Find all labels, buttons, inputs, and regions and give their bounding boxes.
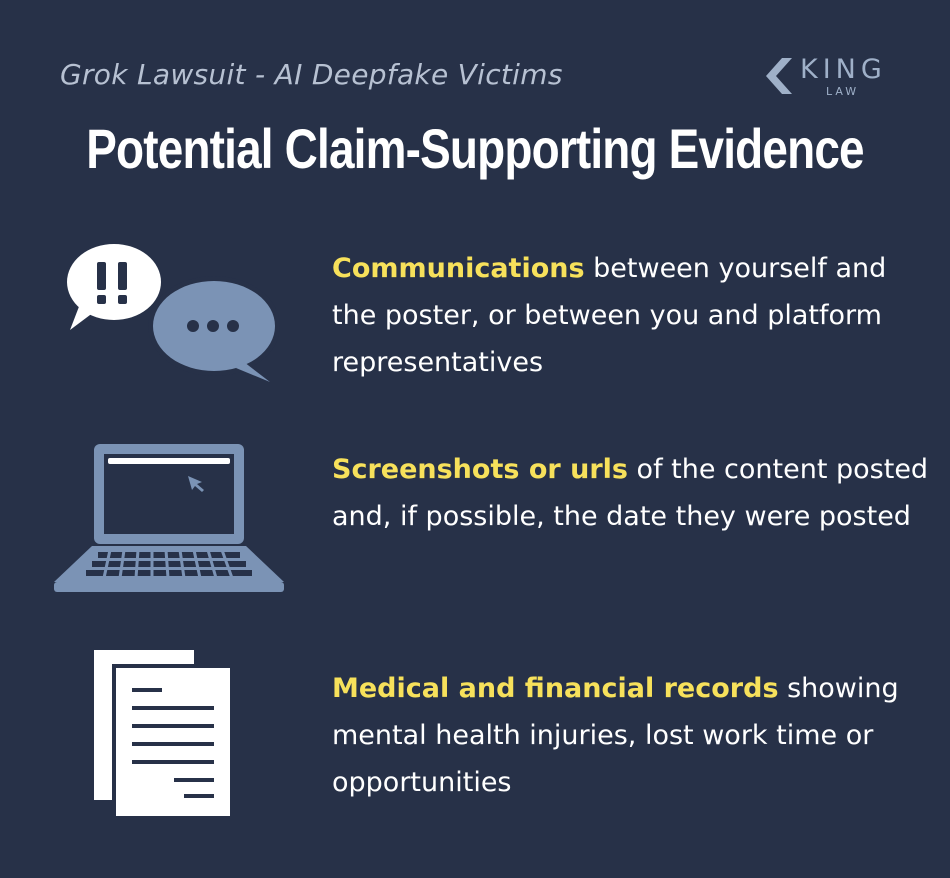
evidence-item-records: Medical and financial records showing me… (332, 665, 932, 806)
item-highlight: Communications (332, 253, 585, 284)
king-law-logo: KING LAW (764, 54, 894, 100)
item-highlight: Screenshots or urls (332, 454, 628, 485)
evidence-item-screenshots: Screenshots or urls of the content poste… (332, 446, 932, 540)
logo-word: KING (800, 54, 887, 85)
page-title: Potential Claim-Supporting Evidence (86, 117, 864, 180)
speech-bubbles-icon (67, 244, 280, 382)
logo-sub: LAW (826, 85, 860, 98)
evidence-item-communications: Communications between yourself and the … (332, 245, 932, 386)
page-subtitle: Grok Lawsuit - AI Deepfake Victims (60, 58, 563, 91)
laptop-icon (54, 444, 284, 592)
chevron-left-icon (766, 58, 792, 94)
item-description: between yourself and the poster, or betw… (332, 253, 887, 378)
item-highlight: Medical and financial records (332, 673, 779, 704)
item-description: of the content posted and, if possible, … (332, 454, 929, 532)
item-description: showing mental health injuries, lost wor… (332, 673, 899, 798)
documents-icon (94, 650, 232, 818)
